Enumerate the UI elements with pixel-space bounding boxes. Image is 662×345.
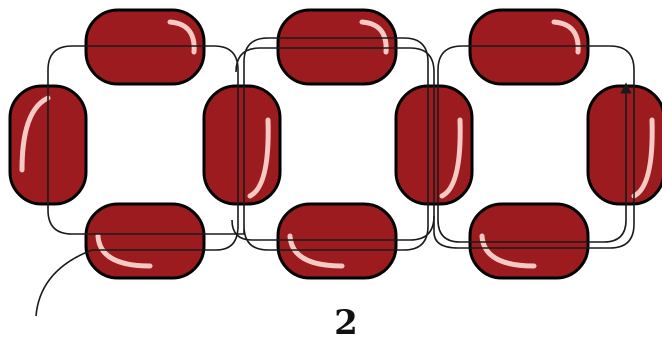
thread-loop-unit-2-b [231, 47, 435, 241]
thread-tail [35, 249, 93, 317]
thread-path [35, 37, 635, 317]
bead-unit-3-right [586, 84, 662, 206]
bead-unit-1-right [202, 84, 282, 206]
thread-loop-unit-3-a [433, 45, 635, 249]
thread-loop-unit-1 [47, 45, 239, 251]
bead-unit-3-top [468, 8, 590, 86]
bead-unit-2-top [276, 8, 398, 86]
bead-unit-3-bottom [468, 202, 590, 280]
step-number: 2 [334, 303, 358, 343]
bead-unit-1-bottom [84, 202, 206, 280]
bead-unit-2-bottom [276, 202, 398, 280]
thread-loop-unit-2-a [220, 37, 429, 251]
bead-group [8, 8, 662, 280]
bead-unit-1-top [84, 8, 206, 86]
thread-loop-unit-3-b [437, 82, 632, 243]
